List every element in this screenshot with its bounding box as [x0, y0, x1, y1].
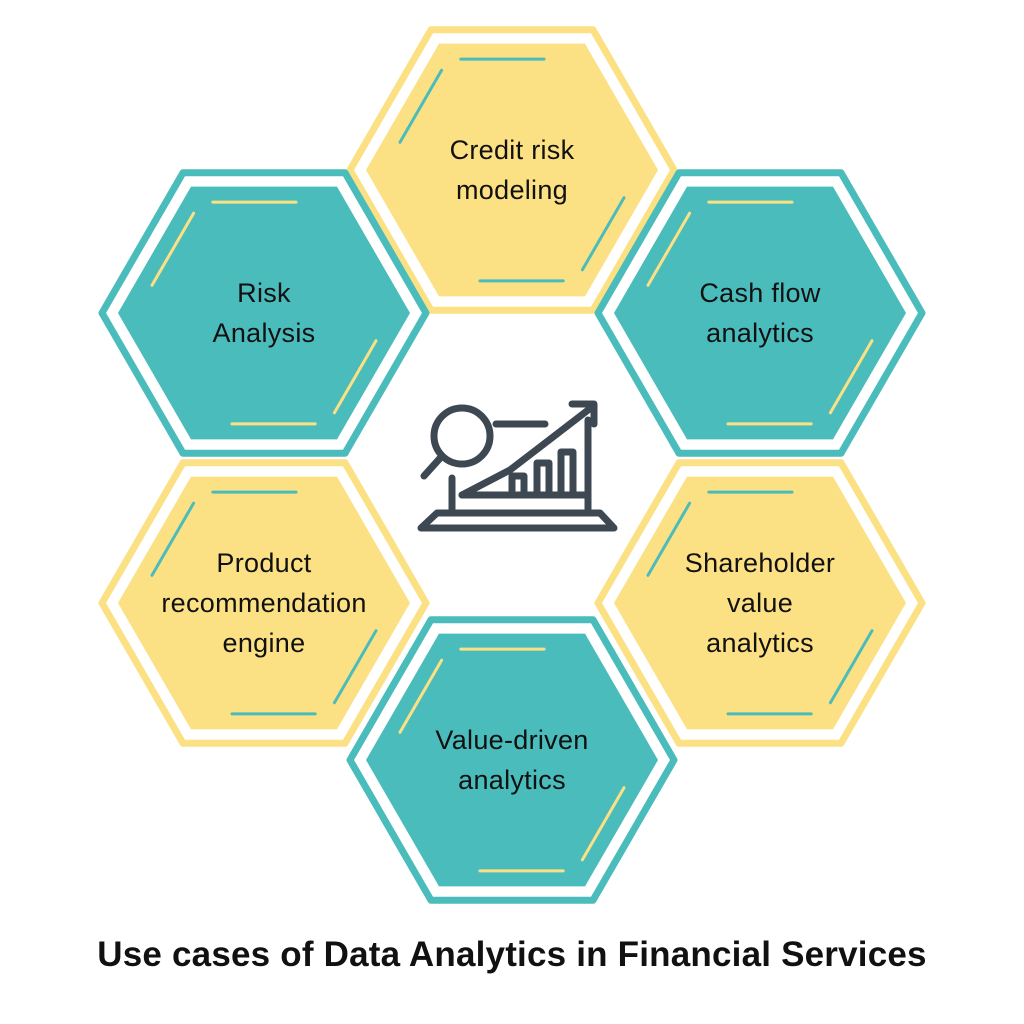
hexagon-accent-line [828, 339, 874, 415]
hexagon-fill [366, 43, 658, 297]
hexagon-label-line: analytics [458, 765, 566, 795]
hexagon-accent-line [332, 339, 378, 415]
hexagon-accent-line [332, 629, 378, 705]
hexagon-label-shareholder: Shareholder value analytics [610, 543, 910, 663]
hexagon-accent-line [828, 629, 874, 705]
hexagon-fill [118, 186, 410, 440]
hexagon-accent-line [646, 211, 692, 287]
hexagon-label-line: Analysis [212, 318, 316, 348]
hexagon-accent-line [398, 68, 444, 144]
hexagon-credit-risk [346, 26, 678, 314]
hexagon-label-line: Cash flow [699, 278, 821, 308]
hexagon-label-line: Credit risk [449, 135, 575, 165]
hexagon-label-product-rec: Product recommendation engine [114, 543, 414, 663]
hexagon-label-line: Risk [237, 278, 291, 308]
hexagon-accent-line [150, 211, 196, 287]
analytics-chart-magnifier-icon [417, 400, 618, 532]
hexagon-label-line: recommendation [161, 588, 367, 618]
hexagon-accent-line [580, 786, 626, 862]
hexagon-label-credit-risk: Credit risk modeling [362, 130, 662, 210]
hexagon-label-line: analytics [706, 318, 814, 348]
hexagon-accent-line [646, 501, 692, 577]
hexagon-label-line: value [726, 588, 794, 618]
page-title: Use cases of Data Analytics in Financial… [97, 935, 927, 974]
hexagon-label-line: Product [216, 548, 312, 578]
hexagon-label-line: analytics [706, 628, 814, 658]
hexagon-value-driven [346, 616, 678, 904]
hexagon-label-value-driven: Value-driven analytics [362, 720, 662, 800]
hexagon-accent-line [580, 196, 626, 272]
hexagon-cash-flow [594, 169, 926, 457]
hexagon-label-cash-flow: Cash flow analytics [610, 273, 910, 353]
hexagon-fill [614, 186, 906, 440]
hexagon-label-line: Value-driven [435, 725, 589, 755]
hexagon-fill [614, 476, 906, 730]
hexagon-label-line: Shareholder [684, 548, 836, 578]
hexagon-shareholder [594, 459, 926, 747]
hexagon-fill [366, 633, 658, 887]
hexagon-accent-line [150, 501, 196, 577]
hexagon-label-line: engine [222, 628, 306, 658]
hexagon-fill [118, 476, 410, 730]
hexagon-accent-line [398, 658, 444, 734]
hexagon-product-rec [98, 459, 430, 747]
hexagon-risk-analysis [98, 169, 430, 457]
hexagon-label-line: modeling [456, 175, 568, 205]
